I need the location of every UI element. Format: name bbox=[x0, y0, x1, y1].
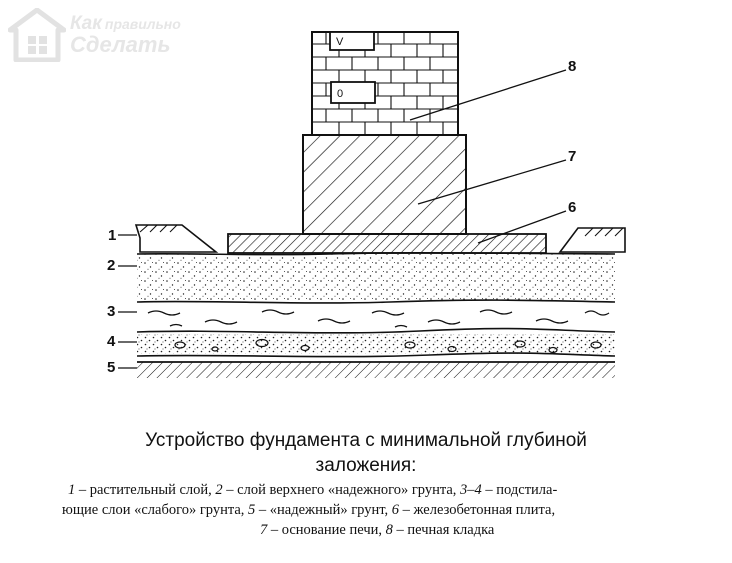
legend-text: ющие слои «слабого» грунта, bbox=[62, 502, 249, 518]
callout-8: 8 bbox=[568, 58, 576, 75]
legend-text: – «надежный» грунт, bbox=[255, 502, 392, 518]
watermark-word-pravilno: правильно bbox=[104, 16, 181, 32]
item-7-stove-base bbox=[302, 134, 467, 235]
legend-line-1: 1 – растительный слой, 2 – слой верхнего… bbox=[68, 482, 557, 499]
legend-num: 7 bbox=[260, 522, 268, 538]
caption-title-line1: Устройство фундамента с минимальной глуб… bbox=[145, 430, 587, 451]
layer-2-bottom-boundary bbox=[136, 299, 616, 304]
legend-text: – печная кладка bbox=[392, 522, 495, 538]
legend-text: – железобетонная плита, bbox=[398, 502, 556, 518]
watermark-line2: Сделать bbox=[70, 32, 171, 57]
legend-num: 1 bbox=[68, 482, 76, 498]
legend-num: 5 bbox=[248, 502, 256, 518]
item-8-brick-masonry: V 0 bbox=[311, 31, 459, 136]
house-logo-icon bbox=[8, 8, 66, 62]
callout-7: 7 bbox=[568, 148, 576, 165]
stove-door-lower bbox=[330, 81, 376, 104]
foundation-drawing: V 0 1 2 3 4 5 6 7 8 bbox=[107, 31, 626, 378]
legend: 1 – растительный слой, 2 – слой верхнего… bbox=[60, 482, 680, 552]
layer-4-bottom-boundary bbox=[136, 352, 616, 358]
callout-1: 1 bbox=[108, 227, 116, 244]
callout-6: 6 bbox=[568, 199, 576, 216]
legend-num: 3–4 bbox=[460, 482, 482, 498]
leader-6 bbox=[477, 210, 567, 244]
leader-lines bbox=[118, 69, 567, 369]
legend-text: – подстила- bbox=[481, 482, 558, 498]
stove-door-lower-mark: 0 bbox=[337, 88, 343, 100]
callout-5: 5 bbox=[107, 359, 115, 376]
layer-2-upper-soil bbox=[137, 254, 615, 302]
layer-3-bottom-boundary bbox=[136, 327, 616, 334]
stove-door-upper-mark: V bbox=[336, 36, 344, 48]
layer-4-weak-soil bbox=[137, 334, 615, 354]
layer-4-pebbles bbox=[174, 338, 602, 354]
layer-1-topsoil bbox=[134, 224, 626, 253]
legend-line-3: 7 – основание печи, 8 – печная кладка bbox=[260, 522, 494, 539]
legend-num: 2 bbox=[215, 482, 223, 498]
legend-num: 6 bbox=[391, 502, 399, 518]
legend-text: – слой верхнего «надежного» грунта, bbox=[222, 482, 461, 498]
leader-7 bbox=[417, 159, 567, 205]
caption-title-line2: заложения: bbox=[315, 455, 417, 476]
stove-door-upper bbox=[329, 31, 375, 51]
legend-text: – основание печи, bbox=[267, 522, 386, 538]
leader-8 bbox=[409, 69, 567, 121]
watermark-word-kak: Как bbox=[70, 13, 102, 34]
callout-2: 2 bbox=[107, 257, 115, 274]
layer-5-reliable-soil bbox=[137, 362, 615, 378]
legend-text: – растительный слой, bbox=[75, 482, 216, 498]
callout-4: 4 bbox=[107, 333, 116, 350]
item-6-concrete-slab bbox=[227, 233, 547, 254]
callout-3: 3 bbox=[107, 303, 115, 320]
layer-3-weak-soil bbox=[147, 309, 610, 328]
legend-num: 8 bbox=[385, 522, 393, 538]
legend-line-2: ющие слои «слабого» грунта, 5 – «надежны… bbox=[62, 502, 555, 519]
